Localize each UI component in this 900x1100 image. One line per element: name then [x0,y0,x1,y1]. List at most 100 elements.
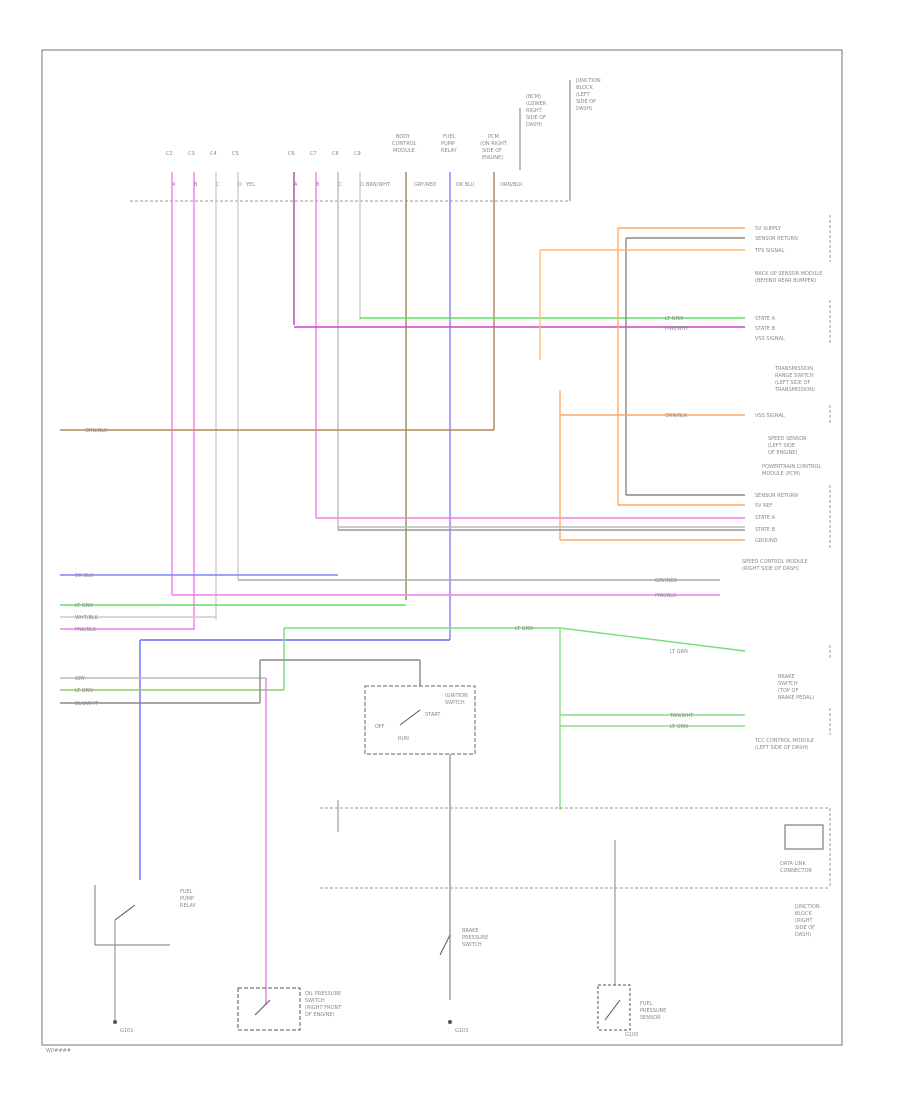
svg-text:B: B [316,182,320,188]
svg-text:SIDE OF: SIDE OF [526,115,546,121]
svg-text:PCM: PCM [488,134,499,140]
svg-text:RANGE SWITCH: RANGE SWITCH [775,373,814,379]
svg-text:RELAY: RELAY [180,903,197,909]
svg-text:SWITCH: SWITCH [462,942,482,948]
svg-text:(ON RIGHT: (ON RIGHT [480,141,508,147]
svg-text:POWERTRAIN CONTROL: POWERTRAIN CONTROL [762,464,821,470]
svg-text:PNK/BLK: PNK/BLK [655,593,677,599]
svg-text:STATE B: STATE B [755,527,776,533]
svg-text:PRESSURE: PRESSURE [462,935,488,941]
svg-text:SWITCH: SWITCH [305,998,325,1004]
svg-text:A: A [172,182,176,188]
ignition-switch-box [364,685,476,755]
svg-text:DK BLU: DK BLU [75,573,94,579]
svg-text:A: A [294,182,298,188]
svg-text:PUMP: PUMP [180,896,194,902]
svg-text:RIGHT: RIGHT [526,108,543,114]
svg-text:LT GRN: LT GRN [665,316,683,322]
svg-text:FUEL: FUEL [640,1001,653,1007]
svg-text:5V SUPPLY: 5V SUPPLY [755,226,782,232]
svg-text:C3: C3 [188,151,195,157]
svg-text:GRY: GRY [75,676,86,682]
svg-text:BACK UP SENSOR MODULE: BACK UP SENSOR MODULE [755,271,822,277]
svg-text:C6: C6 [288,151,295,157]
svg-text:(RIGHT FRONT: (RIGHT FRONT [305,1005,342,1011]
top-connector-pins: C2 C3 C4 C5 C6 C7 C8 C9 A B C D A B C D [166,151,364,188]
svg-text:WHT/BLK: WHT/BLK [75,615,99,621]
svg-text:BRAKE: BRAKE [462,928,479,934]
svg-text:GRY/RED: GRY/RED [655,578,677,584]
svg-text:(LEFT SIDE: (LEFT SIDE [768,443,795,449]
svg-text:D: D [238,182,242,188]
diagram-border [41,49,843,1046]
svg-text:YEL: YEL [245,182,255,188]
svg-text:RELAY: RELAY [441,148,458,154]
fuel-pump-relay-component: FUEL PUMP RELAY [94,885,197,1024]
svg-text:STATE B: STATE B [755,326,776,332]
svg-text:SPEED SENSOR: SPEED SENSOR [768,436,807,442]
svg-text:MODULE: MODULE [393,148,415,154]
ground-labels: G101 G103 G105 [120,1028,638,1038]
svg-text:PUMP: PUMP [441,141,455,147]
svg-text:GROUND: GROUND [755,538,778,544]
svg-text:C5: C5 [232,151,239,157]
svg-text:SPEED CONTROL MODULE: SPEED CONTROL MODULE [742,559,808,565]
svg-text:D: D [360,182,364,188]
svg-text:TRANSMISSION): TRANSMISSION) [774,387,815,393]
svg-text:DASH): DASH) [576,106,592,112]
svg-text:VSS SIGNAL: VSS SIGNAL [755,413,785,419]
svg-text:LT GRN: LT GRN [75,603,93,609]
svg-text:SENSOR RETURN: SENSOR RETURN [755,236,798,242]
svg-text:LT GRN: LT GRN [515,626,533,632]
svg-text:(TOP OF: (TOP OF [778,688,798,694]
svg-text:(BEHIND REAR BUMPER): (BEHIND REAR BUMPER) [755,278,816,284]
svg-text:B: B [194,182,198,188]
svg-text:START: START [425,712,441,718]
svg-text:SIDE OF: SIDE OF [795,925,815,931]
svg-text:CONTROL: CONTROL [392,141,417,147]
svg-text:ORN/BLK: ORN/BLK [500,182,523,188]
right-pin-labels: 5V SUPPLY SENSOR RETURN TPS SIGNAL STATE… [754,226,798,544]
svg-text:LT GRN: LT GRN [670,649,688,655]
svg-text:MODULE (PCM): MODULE (PCM) [762,471,800,477]
svg-text:PNK/WHT: PNK/WHT [665,326,689,332]
svg-text:BLK/WHT: BLK/WHT [75,701,99,707]
svg-text:CONNECTOR: CONNECTOR [780,868,813,874]
svg-text:C: C [338,182,342,188]
svg-text:(RIGHT SIDE OF DASH): (RIGHT SIDE OF DASH) [742,566,799,572]
svg-text:OF ENGINE): OF ENGINE) [305,1012,335,1018]
svg-text:(LEFT SIDE OF DASH): (LEFT SIDE OF DASH) [755,745,808,751]
svg-text:GRY/RED: GRY/RED [414,182,436,188]
svg-text:LT GRN: LT GRN [670,724,688,730]
svg-text:(LEFT: (LEFT [576,92,591,98]
oil-pressure-switch-component: OIL PRESSURE SWITCH (RIGHT FRONT OF ENGI… [237,987,342,1031]
svg-text:BODY: BODY [396,134,411,140]
top-vertical-wires [171,172,495,640]
svg-text:ORN/BLK: ORN/BLK [85,428,108,434]
svg-text:TPS SIGNAL: TPS SIGNAL [754,248,785,254]
svg-text:STATE A: STATE A [755,316,776,322]
svg-text:VSS SIGNAL: VSS SIGNAL [755,336,785,342]
svg-text:TAN/WHT: TAN/WHT [669,713,694,719]
brake-pressure-switch-component: BRAKE PRESSURE SWITCH [439,928,488,1024]
svg-text:LT GRN: LT GRN [75,688,93,694]
svg-text:JUNCTION: JUNCTION [794,904,820,910]
horizontal-wires [60,317,746,1005]
svg-text:G105: G105 [625,1032,638,1038]
data-link-connector-icon [784,824,824,850]
fuel-pressure-sensor-component: FUEL PRESSURE SENSOR [597,984,666,1031]
svg-text:BRAKE: BRAKE [778,674,795,680]
svg-text:BRN/WHT: BRN/WHT [366,182,391,188]
svg-text:FUEL: FUEL [443,134,456,140]
svg-text:BLOCK: BLOCK [576,85,593,91]
svg-text:C4: C4 [210,151,217,157]
svg-text:JUNCTION: JUNCTION [575,78,601,84]
svg-text:OF ENGINE): OF ENGINE) [768,450,798,456]
svg-text:C7: C7 [310,151,317,157]
svg-text:FUEL: FUEL [180,889,193,895]
svg-text:DASH): DASH) [795,932,811,938]
svg-text:DASH): DASH) [526,122,542,128]
svg-text:STATE A: STATE A [755,515,776,521]
svg-text:SIDE OF: SIDE OF [576,99,596,105]
svg-text:SENSOR: SENSOR [640,1015,661,1021]
